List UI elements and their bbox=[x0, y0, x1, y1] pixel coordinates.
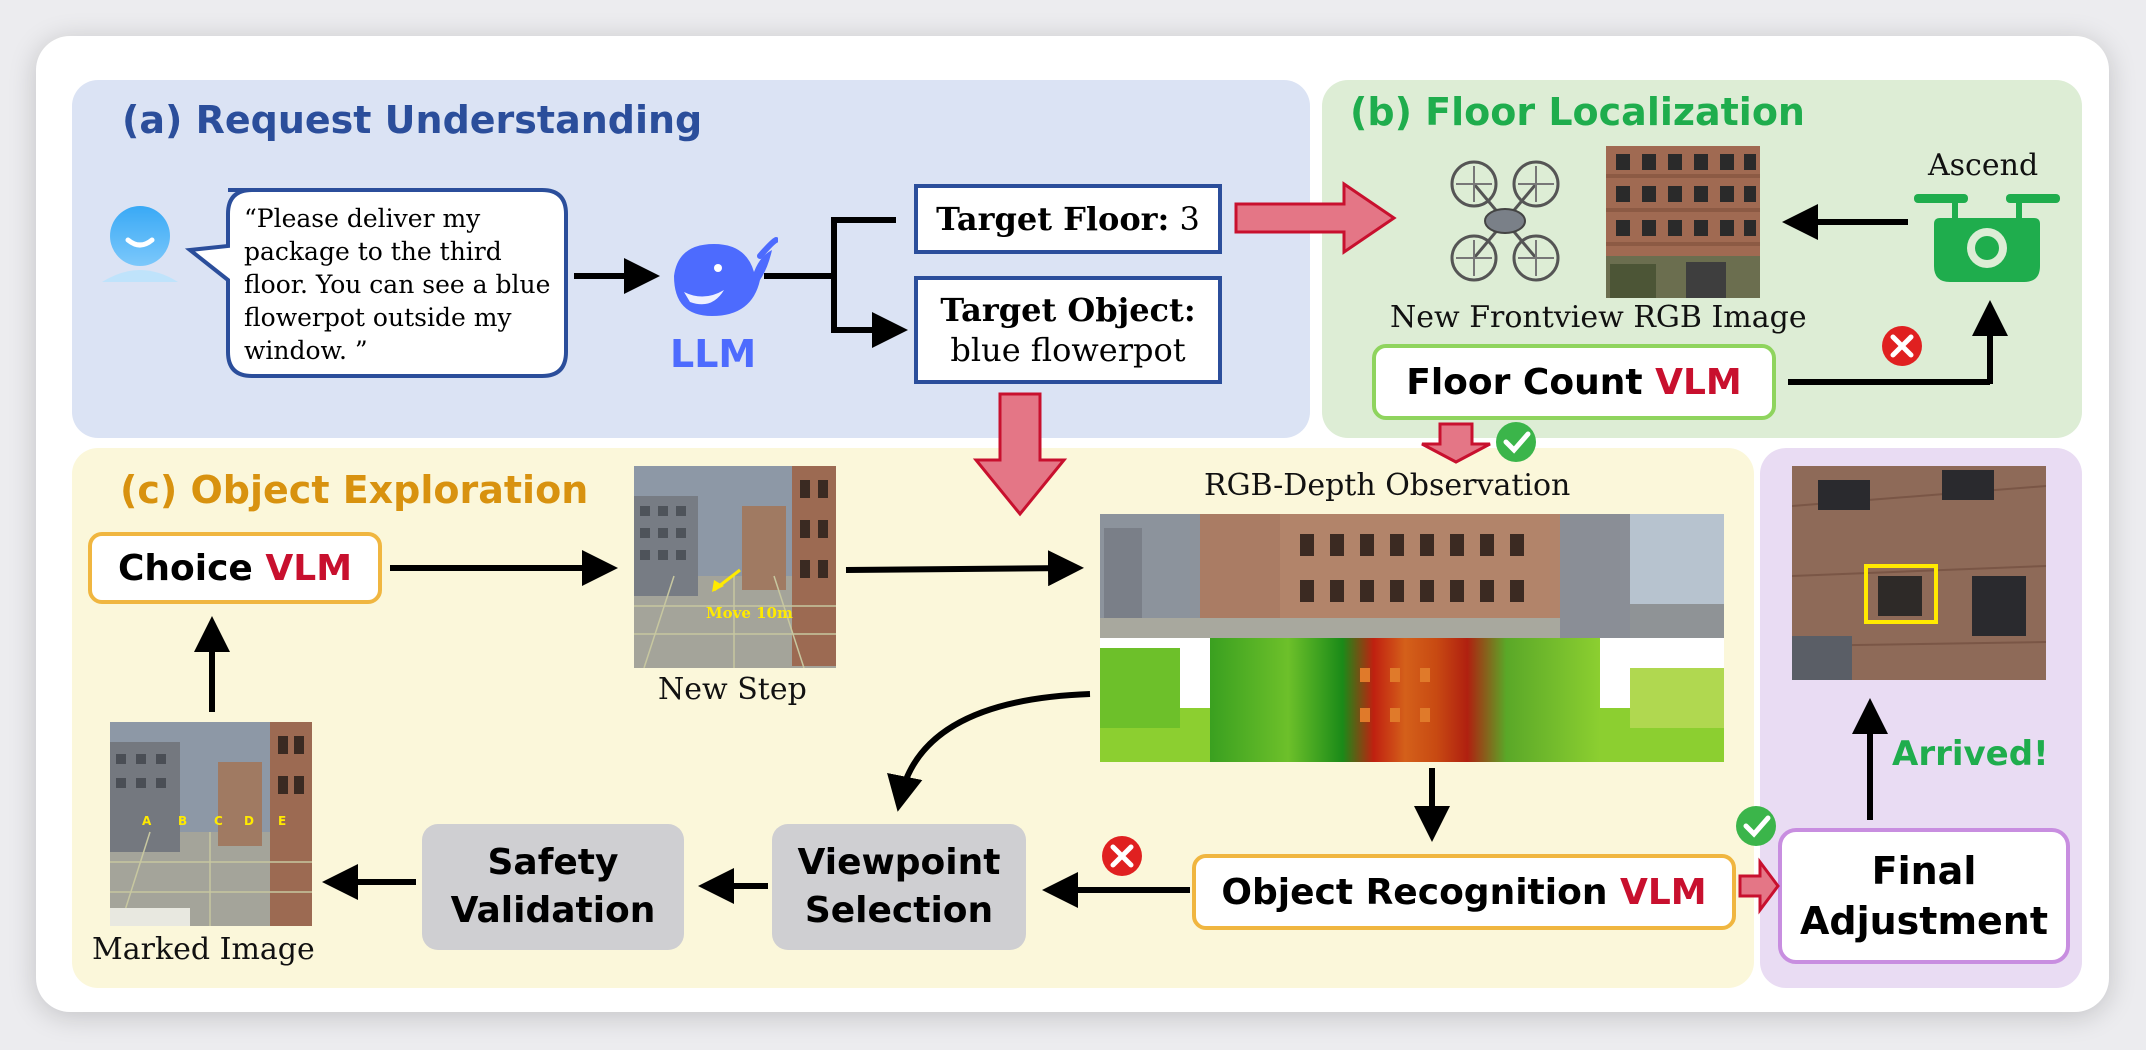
move-label: Move 10m bbox=[706, 604, 793, 622]
new-step-image bbox=[634, 466, 836, 668]
floor-count-vlm-box: Floor Count VLM bbox=[1372, 344, 1776, 420]
panel-c-title: (c) Object Exploration bbox=[120, 468, 589, 512]
pink-arrow-down-to-exploration bbox=[972, 392, 1068, 517]
frontview-rgb-image bbox=[1606, 146, 1760, 298]
panel-a-title: (a) Request Understanding bbox=[122, 98, 703, 142]
speech-bubble-shape bbox=[184, 188, 568, 378]
mark-d: D bbox=[244, 814, 254, 828]
new-step-caption: New Step bbox=[658, 672, 807, 707]
llm-label: LLM bbox=[670, 332, 757, 376]
mark-e: E bbox=[278, 814, 287, 828]
rgbd-caption: RGB-Depth Observation bbox=[1204, 468, 1571, 503]
floor-count-vlm-label: VLM bbox=[1655, 361, 1742, 403]
user-avatar-icon bbox=[102, 206, 178, 282]
object-recognition-vlm-label: VLM bbox=[1620, 871, 1707, 913]
target-floor-value: 3 bbox=[1179, 200, 1200, 238]
cross-icon bbox=[1102, 836, 1142, 876]
final-target-image bbox=[1792, 466, 2046, 680]
pink-arrow-floor-to-rgbd bbox=[1421, 422, 1491, 464]
mark-a: A bbox=[142, 814, 152, 828]
cross-icon bbox=[1882, 326, 1922, 366]
object-recognition-vlm-box: Object Recognition VLM bbox=[1192, 854, 1736, 930]
final-adjustment-box: Final Adjustment bbox=[1778, 828, 2070, 964]
mark-c: C bbox=[214, 814, 223, 828]
check-icon bbox=[1496, 422, 1536, 462]
panel-b-title: (b) Floor Localization bbox=[1350, 90, 1805, 134]
depth-observation-strip bbox=[1100, 638, 1724, 762]
marked-image-caption: Marked Image bbox=[92, 932, 315, 967]
arrow-newstep-to-rgbd bbox=[845, 550, 1084, 587]
choice-label: Choice bbox=[117, 547, 253, 589]
target-floor-box: Target Floor: 3 bbox=[914, 184, 1222, 254]
ascend-label: Ascend bbox=[1928, 148, 2039, 183]
floor-count-label: Floor Count bbox=[1406, 361, 1643, 403]
object-recognition-label: Object Recognition bbox=[1221, 871, 1608, 913]
arrived-label: Arrived! bbox=[1892, 734, 2049, 774]
check-icon bbox=[1736, 806, 1776, 846]
final-adjustment-label: Final Adjustment bbox=[1799, 849, 2049, 943]
frontview-caption: New Frontview RGB Image bbox=[1390, 300, 1807, 335]
target-object-label: Target Object: bbox=[940, 291, 1196, 329]
drone-icon bbox=[1450, 160, 1560, 282]
pink-arrow-to-floor bbox=[1234, 181, 1397, 255]
whale-llm-icon bbox=[674, 237, 778, 316]
arrow-llm-to-targets bbox=[764, 217, 896, 330]
viewpoint-selection-label: Viewpoint Selection bbox=[797, 842, 1001, 931]
marked-image bbox=[110, 722, 312, 926]
arrow-rgbd-to-viewpoint bbox=[887, 691, 1091, 812]
target-object-value: blue flowerpot bbox=[950, 331, 1186, 369]
rgb-observation-strip bbox=[1100, 514, 1724, 638]
safety-validation-label: Safety Validation bbox=[450, 842, 656, 931]
target-floor-label: Target Floor: bbox=[936, 200, 1170, 238]
camera-drone-icon bbox=[1914, 194, 2060, 282]
choice-vlm-box: Choice VLM bbox=[88, 532, 382, 604]
pink-arrow-to-final bbox=[1738, 857, 1780, 915]
viewpoint-selection-box: Viewpoint Selection bbox=[772, 824, 1026, 950]
choice-vlm-label: VLM bbox=[265, 547, 353, 589]
mark-b: B bbox=[178, 814, 188, 828]
safety-validation-box: Safety Validation bbox=[422, 824, 684, 950]
request-speech-text: “Please deliver my package to the third … bbox=[244, 204, 551, 365]
target-object-box: Target Object: blue flowerpot bbox=[914, 276, 1222, 384]
